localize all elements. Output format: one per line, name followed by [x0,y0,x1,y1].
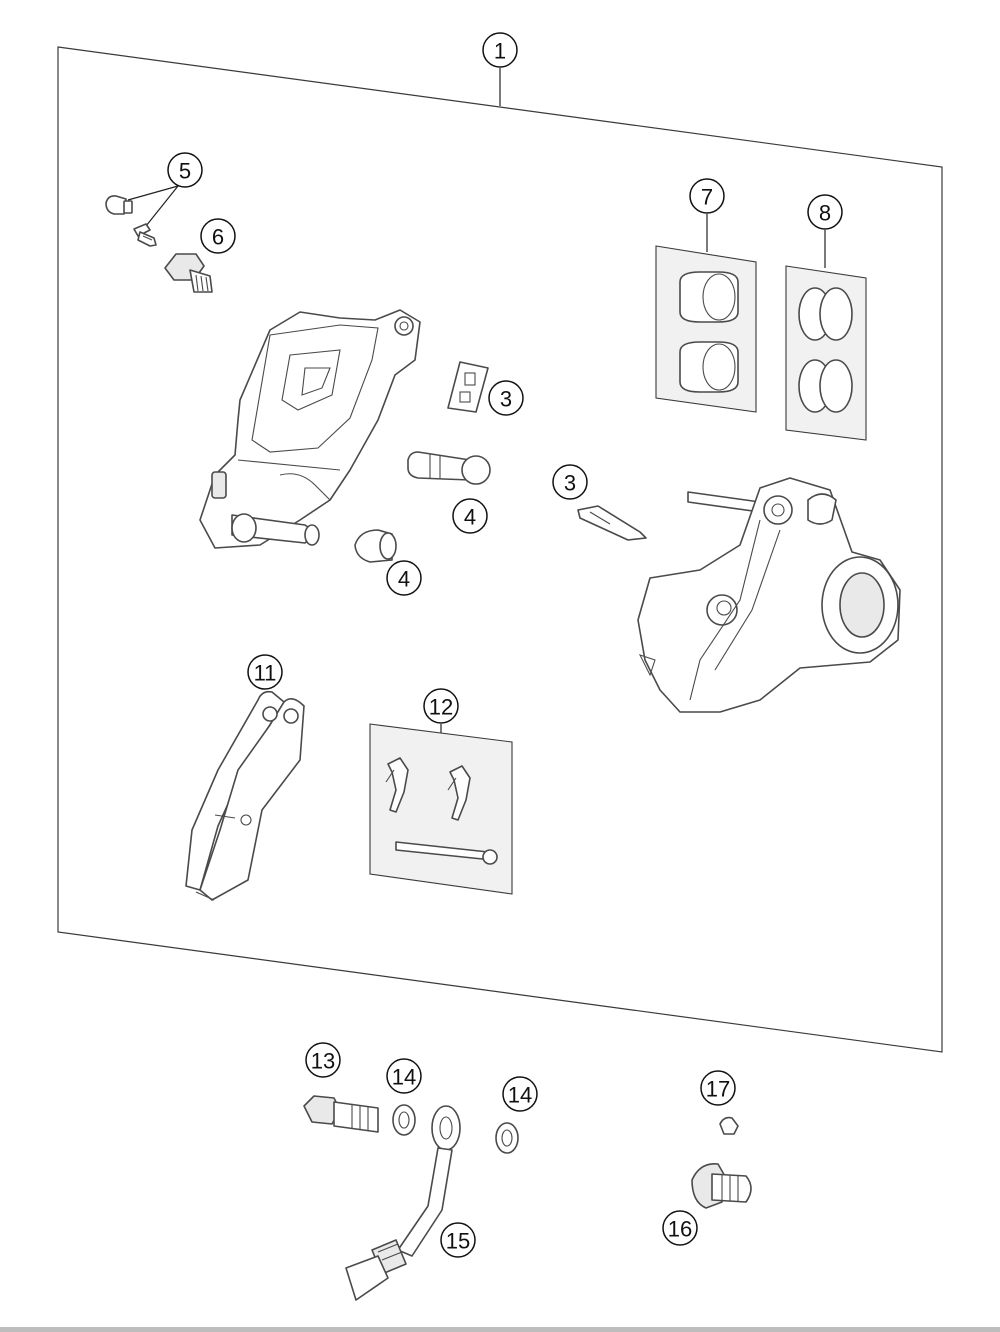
callout-3-right-label: 3 [564,471,576,496]
plug-6 [164,253,213,293]
piston-kit-7 [655,245,757,413]
pad-spring-3-upper [447,361,489,413]
leader-lines [127,68,826,760]
kit-boundary-frame [57,46,943,1053]
callout-11: 11 [247,654,283,690]
callout-5-label: 5 [179,159,191,184]
callout-8: 8 [807,194,843,230]
callout-13: 13 [305,1042,341,1078]
callout-14-left-label: 14 [392,1065,416,1090]
bottom-border [0,1327,1000,1332]
callout-3-upper-label: 3 [500,387,512,412]
callout-14-right: 14 [502,1076,538,1112]
callout-16-label: 16 [668,1217,692,1242]
callout-6-label: 6 [212,225,224,250]
callout-4-lower-label: 4 [398,567,410,592]
callout-15: 15 [440,1222,476,1258]
brake-pads-11 [185,690,305,901]
pad-pin-kit-12 [369,723,513,895]
callout-17-label: 17 [706,1077,730,1102]
guide-pin-4-upper [407,451,491,485]
callout-5: 5 [167,152,203,188]
bleed-screw-5 [105,195,157,247]
washer-14-right [495,1122,519,1154]
callout-14-left: 14 [386,1058,422,1094]
callout-4-upper-label: 4 [464,505,476,530]
callout-14-right-label: 14 [508,1083,532,1108]
callout-4-upper: 4 [452,498,488,534]
callout-6: 6 [200,218,236,254]
banjo-bolt-13 [303,1095,379,1133]
callout-7: 7 [689,178,725,214]
callout-12-label: 12 [429,695,453,720]
callout-16: 16 [662,1210,698,1246]
callout-1: 1 [482,32,518,68]
plug-17 [719,1116,739,1135]
callout-3-upper: 3 [488,380,524,416]
callout-7-label: 7 [701,185,713,210]
seal-kit-8 [785,265,867,441]
caliper-housing [199,309,421,549]
callout-4-lower: 4 [386,560,422,596]
guide-bushing-4-lower [354,529,397,563]
callout-1-label: 1 [494,39,506,64]
callout-15-label: 15 [446,1229,470,1254]
callout-11-label: 11 [254,661,277,686]
callout-17: 17 [700,1070,736,1106]
callout-8-label: 8 [819,201,831,226]
washer-14-left [392,1104,416,1136]
callout-13-label: 13 [311,1049,335,1074]
brake-line-15 [345,1105,461,1301]
screw-plug-16 [691,1163,752,1209]
callout-12: 12 [423,688,459,724]
caliper-carrier [637,477,901,713]
callout-3-right: 3 [552,464,588,500]
pad-spring-3-right [577,505,647,541]
